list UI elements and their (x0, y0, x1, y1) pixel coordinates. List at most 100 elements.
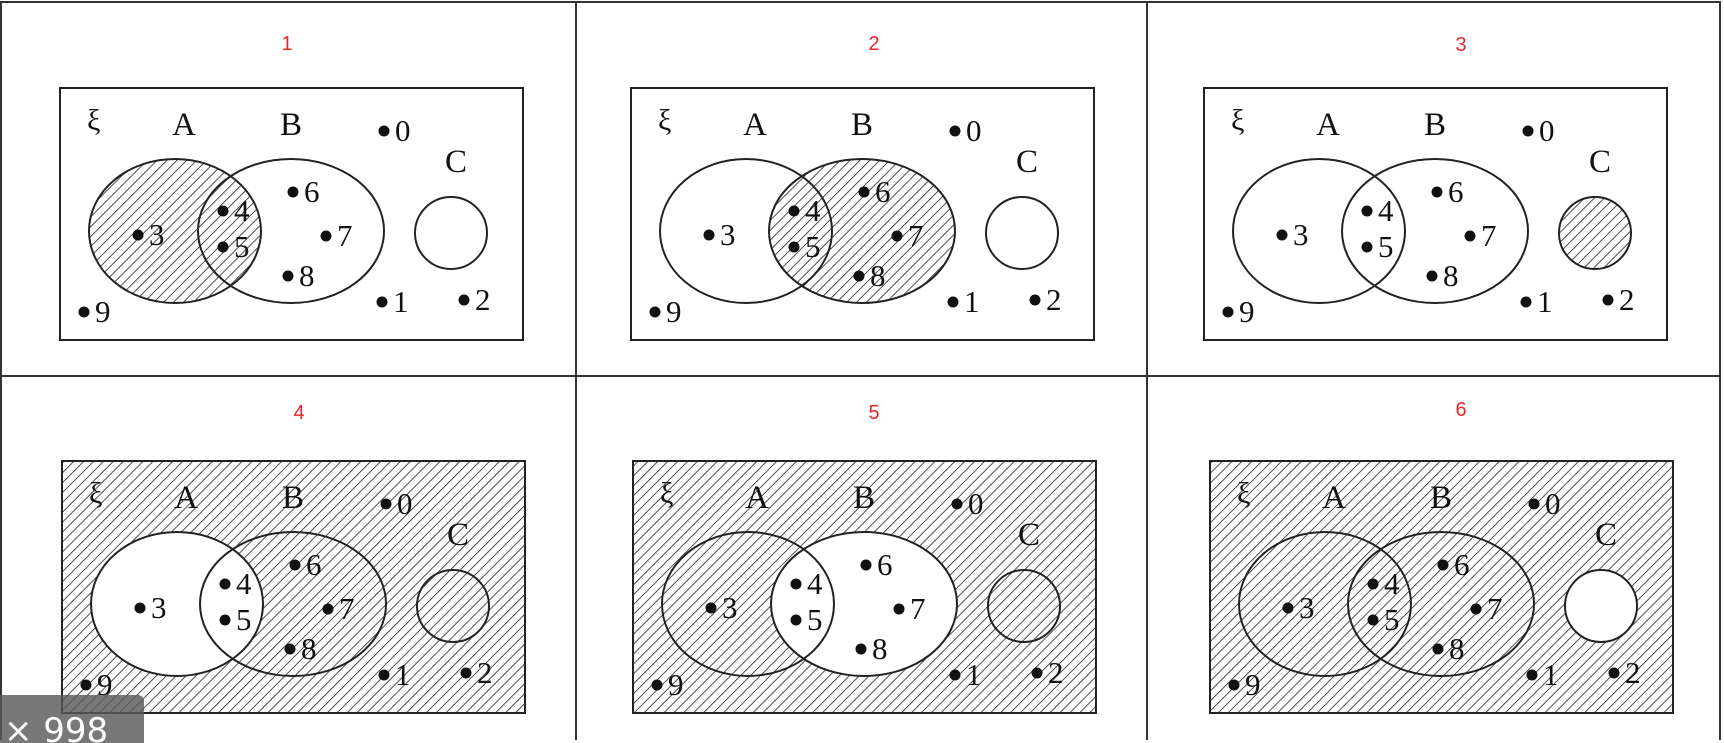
element-label: 0 (395, 113, 411, 148)
element-label: 4 (1384, 566, 1400, 601)
unshaded-region-A (91, 532, 263, 676)
element-dot (219, 578, 231, 590)
element-label: 3 (722, 590, 738, 625)
element-dot (1522, 125, 1534, 137)
element-9: 9 (651, 667, 684, 702)
set-label-b: B (1424, 107, 1446, 143)
element-dot (1528, 498, 1540, 510)
set-b-ellipse (197, 158, 385, 304)
element-dot (853, 270, 865, 282)
set-c-circle (1558, 196, 1632, 270)
set-label-c: C (447, 517, 469, 553)
set-label-c: C (1595, 517, 1617, 553)
panel-number: 3 (1455, 34, 1466, 56)
element-dot (1361, 241, 1373, 253)
set-b-ellipse (768, 158, 956, 304)
element-label: 9 (97, 667, 113, 702)
element-7: 7 (1470, 591, 1503, 626)
element-4: 4 (790, 566, 823, 601)
set-b-ellipse (1341, 158, 1529, 304)
set-c-circle (414, 196, 488, 270)
set-label-a: A (743, 107, 767, 143)
element-dot (1222, 306, 1234, 318)
set-label-c: C (1589, 144, 1611, 180)
element-label: 5 (234, 229, 250, 264)
element-dot (378, 125, 390, 137)
element-7: 7 (893, 591, 926, 626)
element-label: 6 (306, 547, 322, 582)
element-label: 8 (301, 631, 317, 666)
element-8: 8 (853, 258, 886, 293)
element-dot (282, 270, 294, 282)
element-label: 5 (1378, 229, 1394, 264)
element-label: 2 (477, 655, 493, 690)
element-dot (1031, 667, 1043, 679)
set-label-b: B (851, 107, 873, 143)
element-dot (132, 229, 144, 241)
set-label-b: B (282, 480, 304, 516)
set-a-ellipse (88, 158, 262, 304)
element-dot (1276, 229, 1288, 241)
element-dot (376, 296, 388, 308)
element-5: 5 (790, 602, 823, 637)
element-label: 7 (1481, 218, 1497, 253)
unshaded-region-B (771, 532, 957, 676)
element-0: 0 (1528, 486, 1561, 521)
element-dot (1608, 667, 1620, 679)
element-label: 7 (1487, 591, 1503, 626)
element-dot (649, 306, 661, 318)
element-8: 8 (282, 258, 315, 293)
element-label: 3 (151, 590, 167, 625)
element-9: 9 (649, 294, 682, 329)
element-dot (951, 498, 963, 510)
element-label: 1 (966, 657, 982, 692)
element-label: 2 (1625, 655, 1641, 690)
element-6: 6 (1431, 174, 1464, 209)
element-dot (1431, 186, 1443, 198)
universal-set-rectangle (630, 87, 1095, 341)
element-1: 1 (1526, 657, 1559, 692)
element-dot (1426, 270, 1438, 282)
set-a-ellipse (1238, 531, 1412, 677)
element-label: 0 (968, 486, 984, 521)
set-a-ellipse (90, 531, 264, 677)
element-label: 5 (1384, 602, 1400, 637)
set-b-ellipse (1347, 531, 1535, 677)
element-label: 9 (666, 294, 682, 329)
element-dot (1367, 578, 1379, 590)
element-dot (287, 186, 299, 198)
element-0: 0 (949, 113, 982, 148)
element-dot (380, 498, 392, 510)
element-label: 7 (339, 591, 355, 626)
element-9: 9 (1222, 294, 1255, 329)
shaded-region-A (89, 159, 261, 303)
element-label: 6 (1454, 547, 1470, 582)
set-label-b: B (853, 480, 875, 516)
element-3: 3 (1282, 590, 1315, 625)
set-b-ellipse (199, 531, 387, 677)
element-dot (78, 306, 90, 318)
element-3: 3 (705, 590, 738, 625)
element-4: 4 (219, 566, 252, 601)
element-2: 2 (1608, 655, 1641, 690)
element-dot (458, 294, 470, 306)
element-1: 1 (1520, 284, 1553, 319)
element-label: 8 (870, 258, 886, 293)
set-c-circle (1564, 569, 1638, 643)
element-1: 1 (947, 284, 980, 319)
element-label: 1 (1543, 657, 1559, 692)
element-6: 6 (289, 547, 322, 582)
element-dot (703, 229, 715, 241)
panel-number: 5 (868, 402, 879, 424)
element-dot (217, 241, 229, 253)
element-3: 3 (134, 590, 167, 625)
element-label: 3 (720, 217, 736, 252)
set-c-circle (416, 569, 490, 643)
element-label: 9 (95, 294, 111, 329)
element-dot (1602, 294, 1614, 306)
element-dot (858, 186, 870, 198)
element-label: 1 (964, 284, 980, 319)
